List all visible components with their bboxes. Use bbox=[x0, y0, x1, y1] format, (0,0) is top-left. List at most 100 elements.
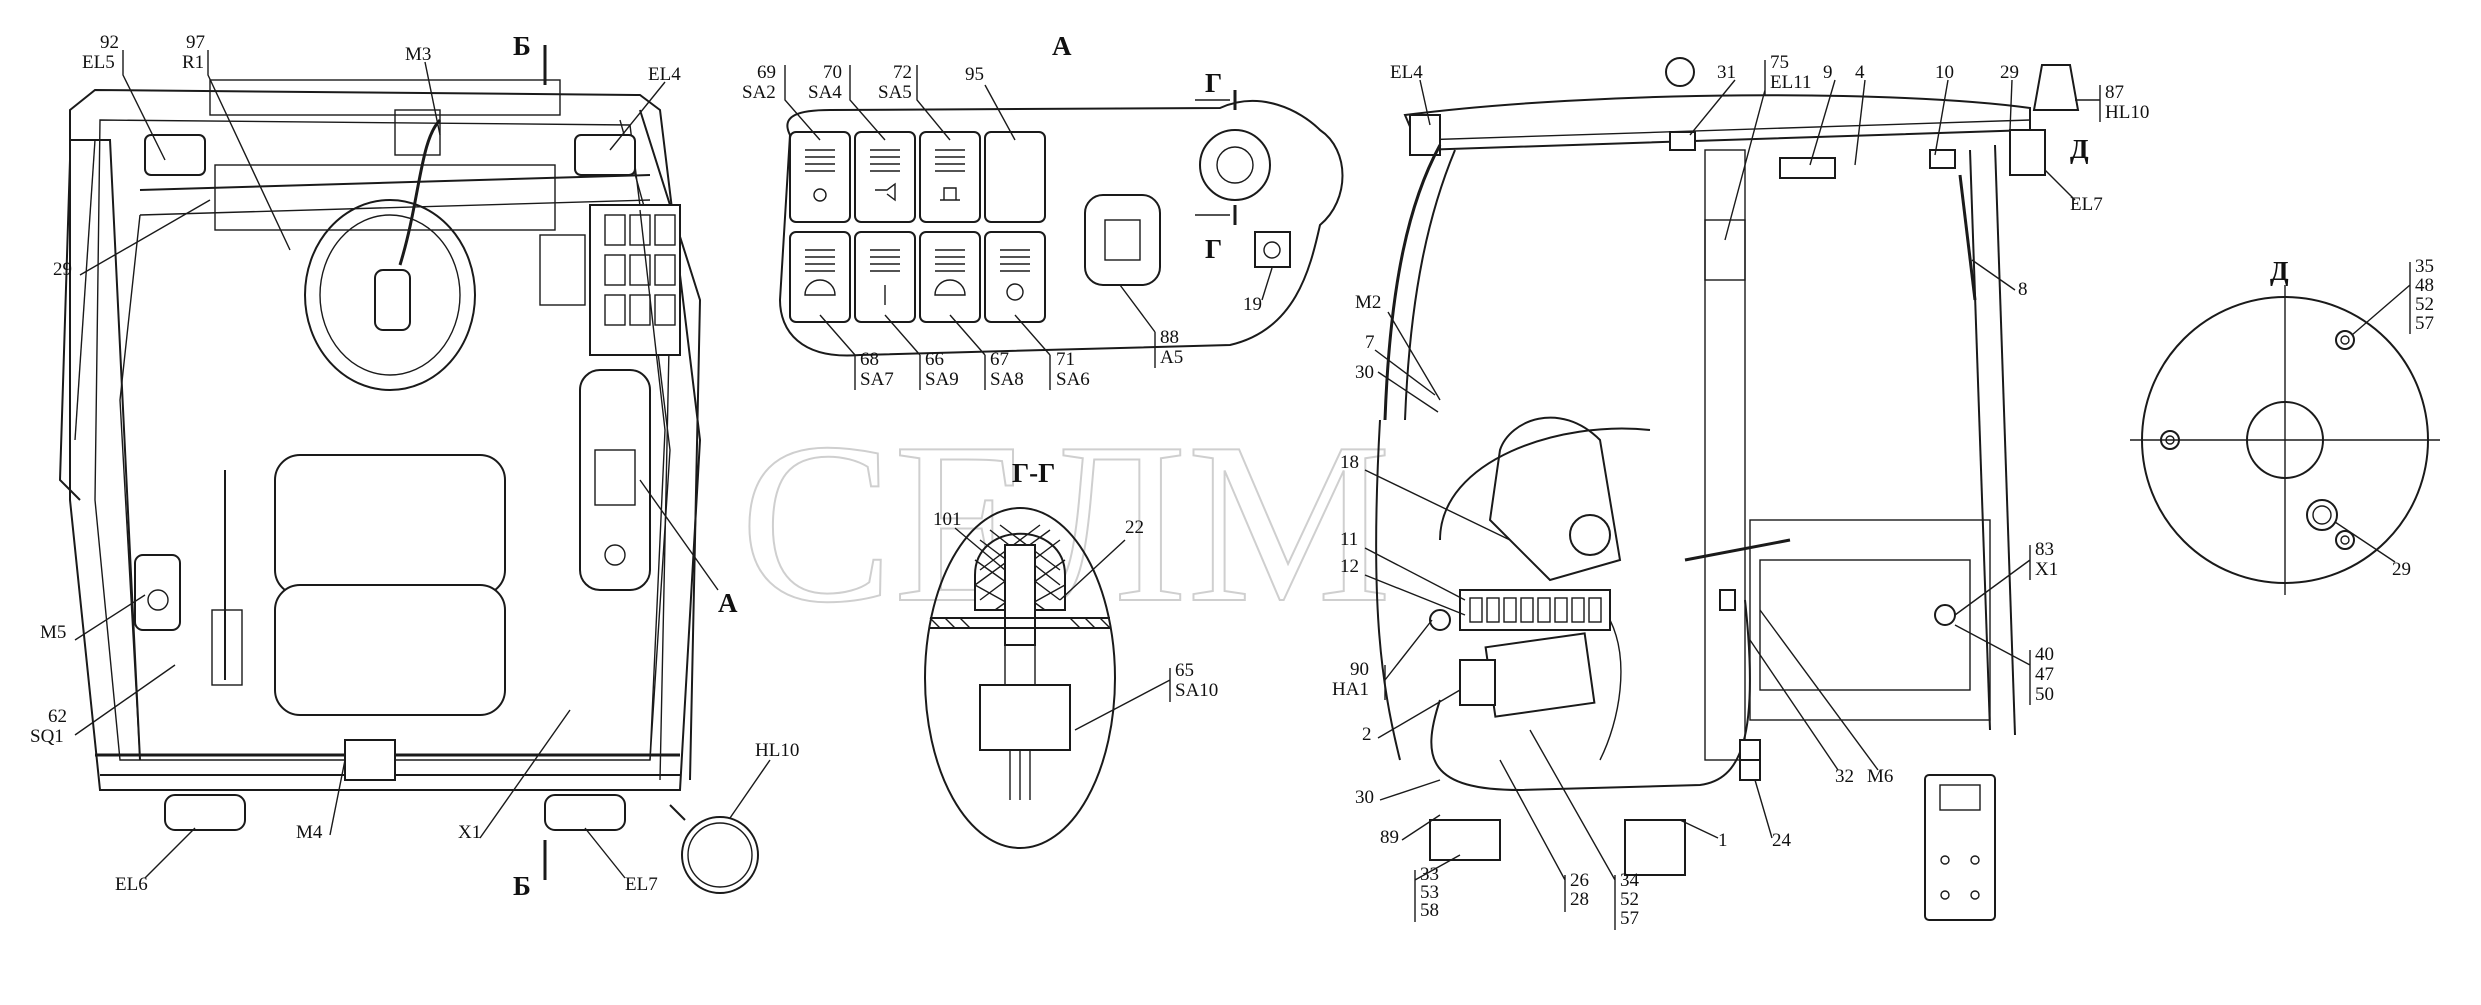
view-a-title: А bbox=[1052, 31, 1072, 61]
label-sa9: SA9 bbox=[925, 369, 959, 390]
label-90: 90 bbox=[1350, 659, 1369, 680]
label-sa5: SA5 bbox=[878, 82, 912, 103]
label-m3: M3 bbox=[405, 44, 431, 65]
label-x1-side: X1 bbox=[2035, 559, 2058, 580]
label-52-d: 52 bbox=[2415, 294, 2434, 315]
label-50: 50 bbox=[2035, 684, 2054, 705]
label-hl10: HL10 bbox=[755, 740, 799, 761]
side-view-labels: EL4 31 75 EL11 9 4 10 29 87 HL10 Д EL7 8… bbox=[1332, 52, 2149, 929]
label-89: 89 bbox=[1380, 827, 1399, 848]
label-34: 34 bbox=[1620, 870, 1640, 891]
label-el11: EL11 bbox=[1770, 72, 1812, 93]
label-12: 12 bbox=[1340, 556, 1359, 577]
label-58: 58 bbox=[1420, 900, 1439, 921]
label-el6: EL6 bbox=[115, 874, 148, 895]
view-d: Д bbox=[2130, 256, 2440, 595]
label-el4-side: EL4 bbox=[1390, 62, 1423, 83]
label-sa6: SA6 bbox=[1056, 369, 1090, 390]
label-70: 70 bbox=[823, 62, 842, 83]
label-1: 1 bbox=[1718, 830, 1728, 851]
panel-a-labels: 69 SA2 70 SA4 72 SA5 95 68 SA7 66 SA9 67… bbox=[742, 62, 1262, 390]
panel-a-leaders bbox=[784, 65, 1273, 390]
left-view-leaders bbox=[74, 50, 771, 879]
label-65: 65 bbox=[1175, 660, 1194, 681]
left-view-labels: 92 EL5 97 R1 M3 Б EL4 29 M5 62 SQ1 M4 X1… bbox=[30, 31, 799, 901]
label-g-bottom: Г bbox=[1205, 234, 1222, 264]
label-67: 67 bbox=[990, 349, 1009, 370]
label-92: 92 bbox=[100, 32, 119, 53]
section-g-g: Г-Г bbox=[924, 458, 1116, 849]
label-el4: EL4 bbox=[648, 64, 681, 85]
label-x1: X1 bbox=[458, 822, 481, 843]
label-68: 68 bbox=[860, 349, 879, 370]
label-a-view-pointer: А bbox=[718, 588, 738, 618]
label-83: 83 bbox=[2035, 539, 2054, 560]
watermark: СЕЛМ bbox=[740, 395, 1391, 650]
label-32: 32 bbox=[1835, 766, 1854, 787]
label-10: 10 bbox=[1935, 62, 1954, 83]
label-29-side: 29 bbox=[2000, 62, 2019, 83]
label-19: 19 bbox=[1243, 294, 1262, 315]
label-53: 53 bbox=[1420, 882, 1439, 903]
label-18: 18 bbox=[1340, 452, 1359, 473]
label-35: 35 bbox=[2415, 256, 2434, 277]
label-87: 87 bbox=[2105, 82, 2124, 103]
view-d-leaders bbox=[2334, 262, 2411, 563]
label-28: 28 bbox=[1570, 889, 1589, 910]
switch-panel-view-a: А bbox=[778, 31, 1344, 357]
label-m2: M2 bbox=[1355, 292, 1381, 313]
view-d-title: Д bbox=[2270, 256, 2289, 286]
label-72: 72 bbox=[893, 62, 912, 83]
label-75: 75 bbox=[1770, 52, 1789, 73]
label-sa8: SA8 bbox=[990, 369, 1024, 390]
label-26: 26 bbox=[1570, 870, 1589, 891]
label-30-bottom: 30 bbox=[1355, 787, 1374, 808]
label-22: 22 bbox=[1125, 517, 1144, 538]
label-48: 48 bbox=[2415, 275, 2434, 296]
label-71: 71 bbox=[1056, 349, 1075, 370]
label-sa10: SA10 bbox=[1175, 680, 1218, 701]
label-r1: R1 bbox=[182, 52, 204, 73]
label-el7: EL7 bbox=[625, 874, 658, 895]
label-sq1: SQ1 bbox=[30, 726, 64, 747]
side-view-leaders bbox=[1364, 60, 2101, 930]
view-d-labels: 35 48 52 57 29 bbox=[2392, 256, 2434, 580]
switch-row-bottom bbox=[789, 231, 1046, 323]
label-2: 2 bbox=[1362, 724, 1372, 745]
label-11: 11 bbox=[1340, 529, 1358, 550]
label-52: 52 bbox=[1620, 889, 1639, 910]
label-9: 9 bbox=[1823, 62, 1833, 83]
label-24: 24 bbox=[1772, 830, 1792, 851]
label-69: 69 bbox=[757, 62, 776, 83]
label-m5: M5 bbox=[40, 622, 66, 643]
label-4: 4 bbox=[1855, 62, 1865, 83]
label-29: 29 bbox=[53, 259, 72, 280]
label-ha1: HA1 bbox=[1332, 679, 1369, 700]
label-sa2: SA2 bbox=[742, 82, 776, 103]
label-a5: A5 bbox=[1160, 347, 1183, 368]
label-7: 7 bbox=[1365, 332, 1375, 353]
label-30-top: 30 bbox=[1355, 362, 1374, 383]
cab-side-view bbox=[1375, 57, 2080, 921]
label-el7-side: EL7 bbox=[2070, 194, 2103, 215]
label-el5: EL5 bbox=[82, 52, 115, 73]
section-gg-title: Г-Г bbox=[1012, 458, 1055, 488]
label-62: 62 bbox=[48, 706, 67, 727]
label-m6: M6 bbox=[1867, 766, 1893, 787]
label-d-pointer: Д bbox=[2070, 134, 2089, 164]
label-95: 95 bbox=[965, 64, 984, 85]
label-97: 97 bbox=[186, 32, 205, 53]
switch-row-top bbox=[789, 131, 1046, 223]
label-31: 31 bbox=[1717, 62, 1736, 83]
label-g-top: Г bbox=[1205, 68, 1222, 98]
label-b-bottom: Б bbox=[513, 871, 531, 901]
label-66: 66 bbox=[925, 349, 944, 370]
label-m4: M4 bbox=[296, 822, 323, 843]
label-47: 47 bbox=[2035, 664, 2054, 685]
label-8: 8 bbox=[2018, 279, 2028, 300]
label-b-top: Б bbox=[513, 31, 531, 61]
label-hl10-side: HL10 bbox=[2105, 102, 2149, 123]
section-gg-leaders bbox=[954, 527, 1171, 731]
section-gg-labels: 101 22 65 SA10 bbox=[933, 509, 1218, 701]
